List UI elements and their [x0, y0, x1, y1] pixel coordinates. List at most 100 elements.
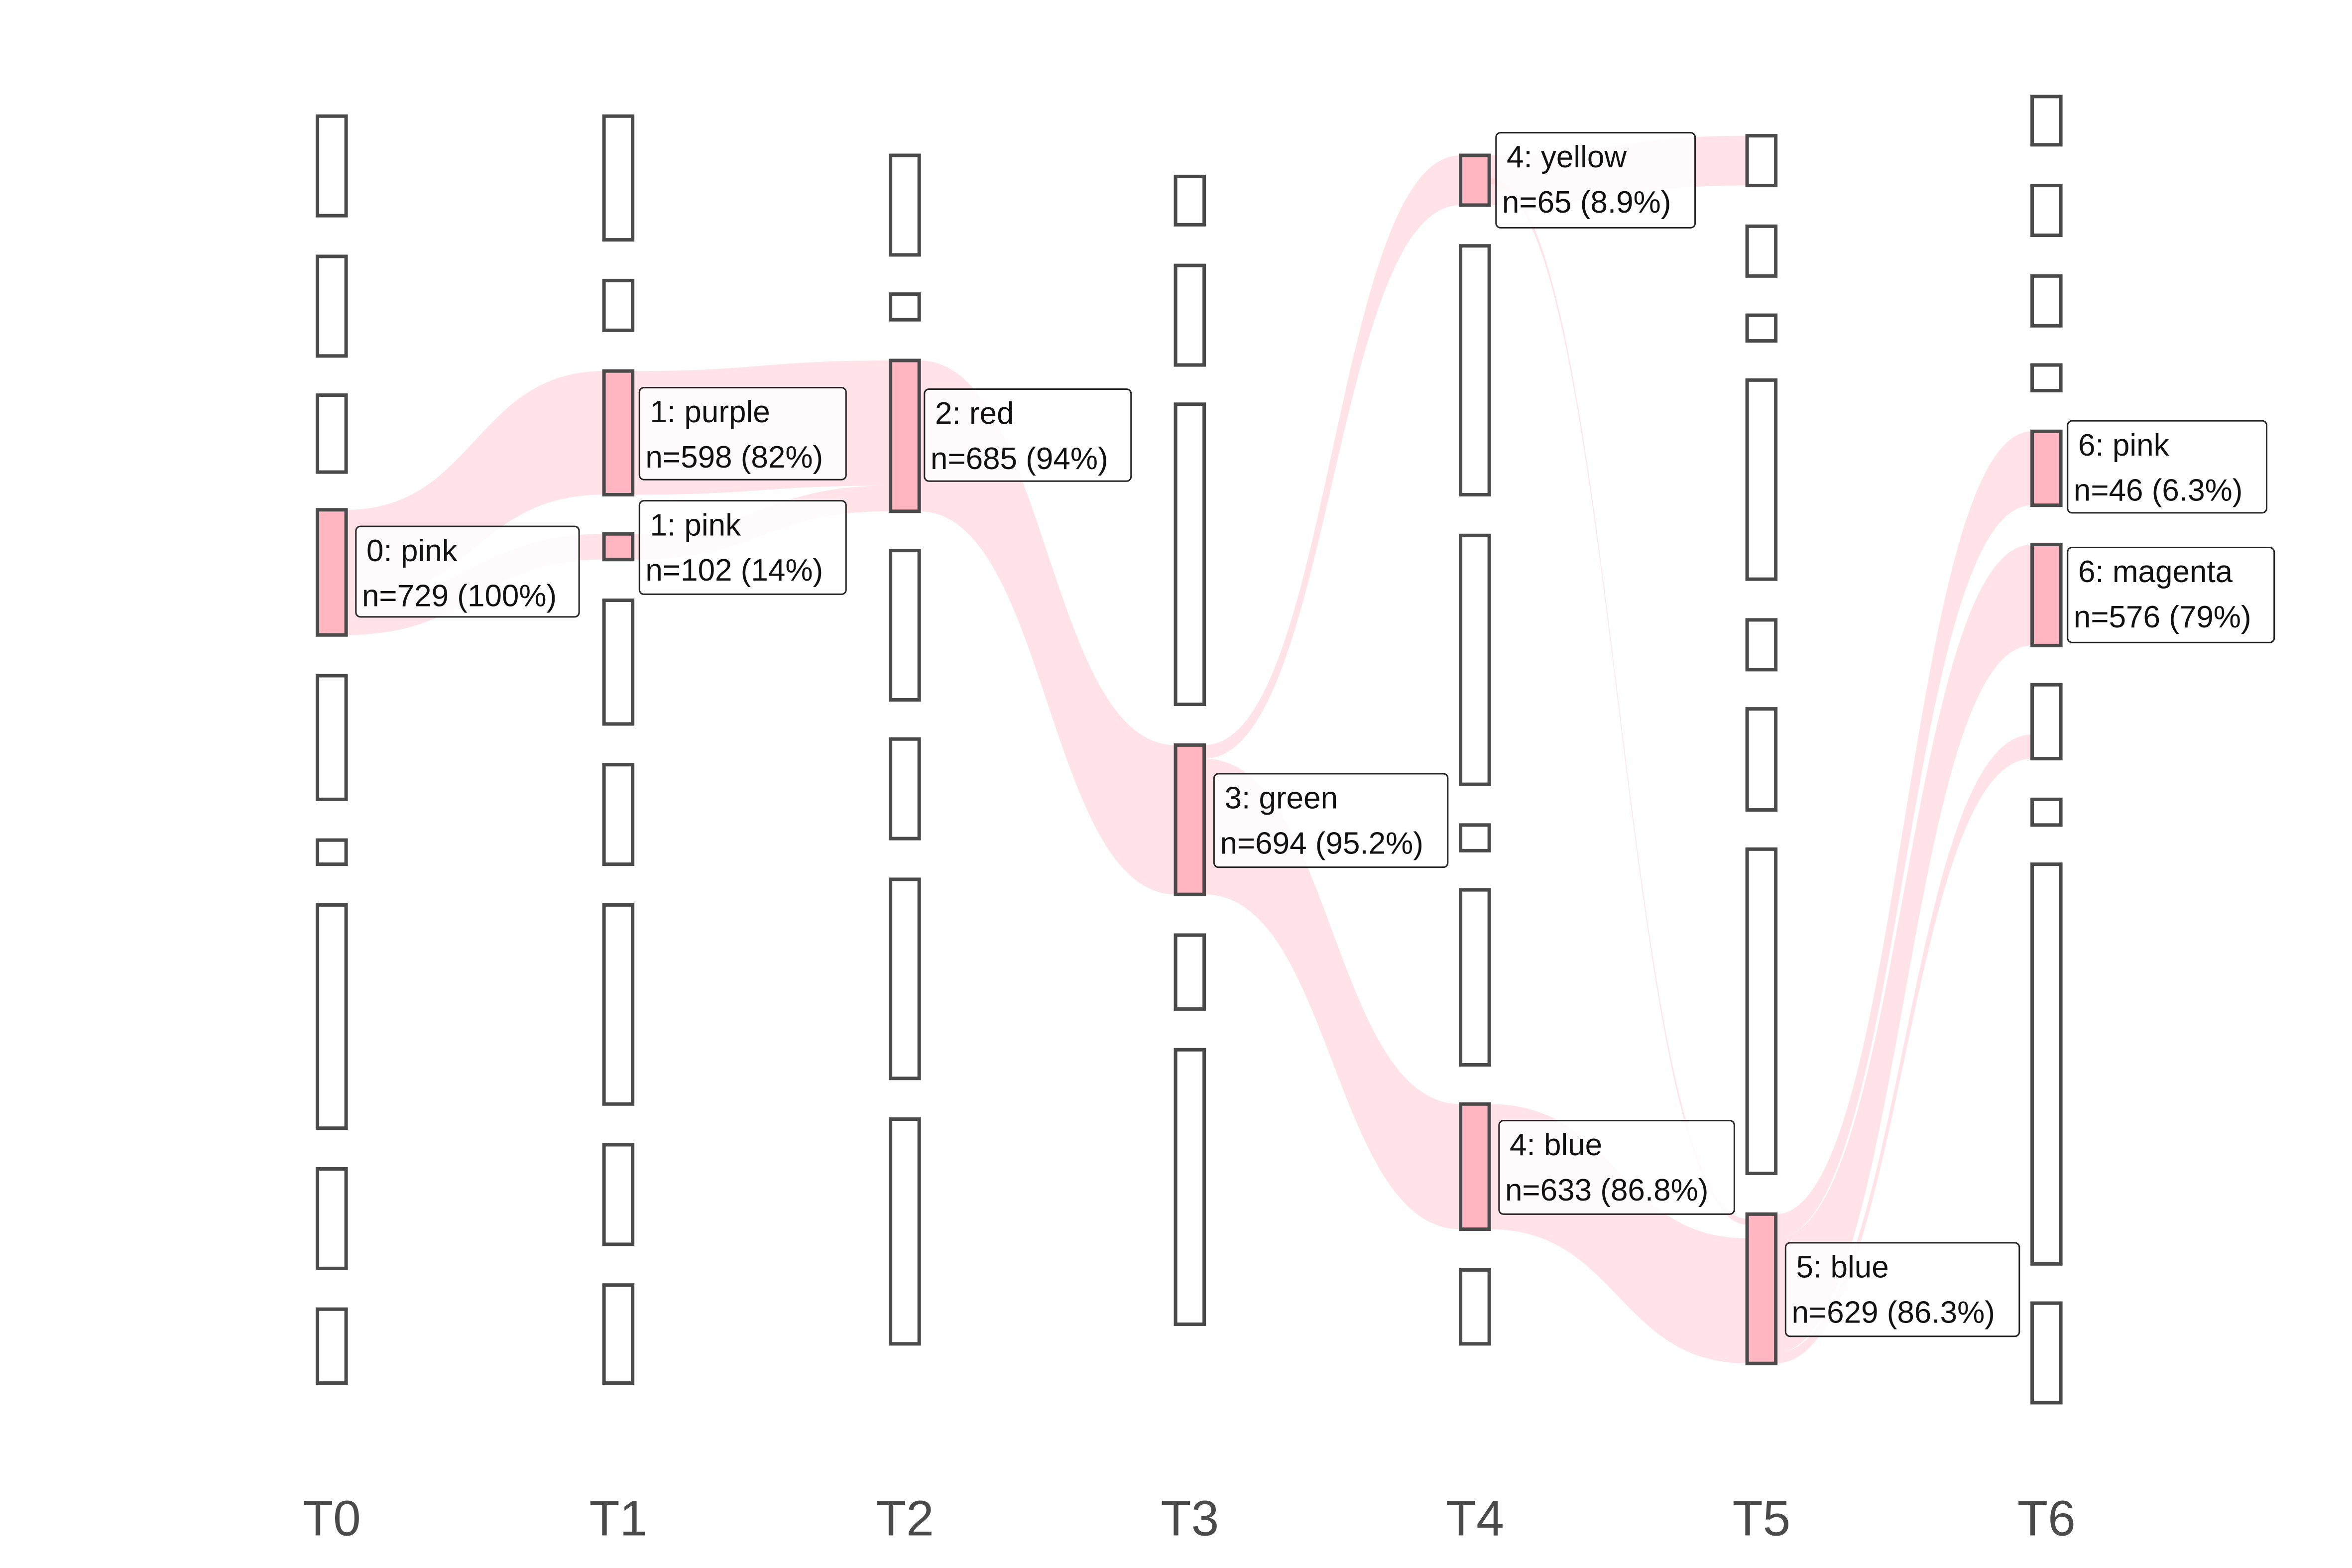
node-label-stat: n=65 (8.9%)	[1502, 185, 1671, 220]
node-label-name: 3: green	[1225, 781, 1338, 816]
node-label-stat: n=46 (6.3%)	[2074, 474, 2243, 508]
highlighted-node	[1459, 153, 1491, 207]
node-label-box	[638, 500, 847, 595]
node-bar	[1174, 174, 1206, 227]
highlighted-node	[1745, 1212, 1778, 1365]
node-layer	[316, 95, 2063, 1405]
node-bar	[2030, 274, 2063, 328]
node-label-name: 5: blue	[1796, 1250, 1889, 1285]
node-label: 4: blue n=633 (86.8%)	[1498, 1120, 1735, 1215]
node-bar	[889, 877, 921, 1081]
node-label-box	[638, 386, 847, 481]
node-label-box	[1784, 1242, 2020, 1337]
stage-label: T5	[1733, 1491, 1791, 1547]
stage-label: T4	[1446, 1491, 1504, 1547]
node-bar	[602, 1283, 635, 1385]
highlighted-node	[602, 532, 635, 562]
flow-ribbon	[1775, 734, 2032, 1364]
node-bar	[1745, 313, 1778, 343]
node-bar	[1459, 823, 1491, 852]
node-bar	[1459, 244, 1491, 497]
node-bar	[889, 292, 921, 322]
node-bar	[316, 393, 348, 474]
node-label-stat: n=576 (79%)	[2074, 600, 2251, 634]
node-bar	[2030, 363, 2063, 393]
stage-label: T6	[2017, 1491, 2076, 1547]
node-label: 6: magenta n=576 (79%)	[2067, 547, 2275, 643]
node-label-stat: n=598 (82%)	[645, 440, 823, 475]
node-bar	[1174, 263, 1206, 367]
node-bar	[602, 903, 635, 1106]
node-bar	[2030, 184, 2063, 238]
node-label-stat: n=685 (94%)	[931, 442, 1108, 476]
node-bar	[2030, 797, 2063, 827]
node-bar	[1459, 1268, 1491, 1346]
flow-ribbon	[1489, 178, 1748, 1225]
node-bar	[316, 254, 348, 358]
stage-label: T1	[589, 1491, 648, 1547]
node-bar	[1745, 847, 1778, 1176]
node-bar	[1745, 707, 1778, 812]
highlighted-node	[889, 359, 921, 513]
node-bar	[602, 599, 635, 726]
node-bar	[316, 838, 348, 866]
node-label-box	[924, 388, 1132, 482]
node-label-name: 4: blue	[1510, 1128, 1602, 1162]
node-bar	[1174, 1048, 1206, 1326]
stage-label: T2	[876, 1491, 934, 1547]
node-label-name: 4: yellow	[1507, 140, 1627, 174]
node-label: 3: green n=694 (95.2%)	[1213, 773, 1449, 868]
node-label-name: 0: pink	[366, 534, 458, 568]
node-bar	[602, 278, 635, 332]
node-bar	[1745, 618, 1778, 672]
stage-label: T3	[1161, 1491, 1219, 1547]
node-bar	[889, 549, 921, 702]
node-bar	[2030, 683, 2063, 761]
node-bar	[1174, 402, 1206, 707]
node-label-name: 6: pink	[2078, 428, 2170, 463]
node-bar	[1174, 933, 1206, 1011]
node-bar	[889, 1117, 921, 1346]
highlighted-node	[1459, 1102, 1491, 1231]
node-bar	[1745, 134, 1778, 188]
node-label-box	[1213, 773, 1449, 868]
node-bar	[316, 903, 348, 1130]
node-bar	[602, 114, 635, 242]
node-label-stat: n=629 (86.3%)	[1791, 1295, 1995, 1329]
node-label: 6: pink n=46 (6.3%)	[2067, 420, 2268, 514]
node-label: 1: purple n=598 (82%)	[638, 386, 847, 481]
highlighted-node	[316, 508, 348, 637]
node-bar	[1459, 888, 1491, 1067]
highlighted-node	[602, 369, 635, 497]
node-label-stat: n=102 (14%)	[645, 553, 823, 588]
node-bar	[1459, 533, 1491, 786]
node-label-stat: n=694 (95.2%)	[1220, 826, 1423, 860]
node-label-name: 1: pink	[650, 508, 741, 542]
node-bar	[316, 114, 348, 218]
node-label-box	[1495, 132, 1696, 229]
flow-ribbon	[1204, 155, 1461, 759]
node-label-name: 1: purple	[650, 395, 770, 429]
node-label-name: 6: magenta	[2078, 555, 2233, 589]
node-bar	[1745, 224, 1778, 278]
node-label-stat: n=633 (86.8%)	[1505, 1173, 1708, 1207]
highlighted-node	[2030, 542, 2063, 647]
flow-ribbon	[1775, 431, 2032, 1238]
highlighted-node	[2030, 429, 2063, 507]
node-bar	[889, 737, 921, 841]
node-label-box	[1498, 1120, 1735, 1215]
node-bar	[602, 1143, 635, 1246]
node-bar	[2030, 95, 2063, 147]
node-bar	[602, 763, 635, 866]
node-label: 1: pink n=102 (14%)	[638, 500, 847, 595]
node-label: 4: yellow n=65 (8.9%)	[1495, 132, 1696, 229]
node-bar	[2030, 862, 2063, 1266]
node-bar	[1745, 378, 1778, 581]
flow-ribbon	[1204, 758, 1461, 1229]
node-label-box	[2067, 420, 2268, 514]
